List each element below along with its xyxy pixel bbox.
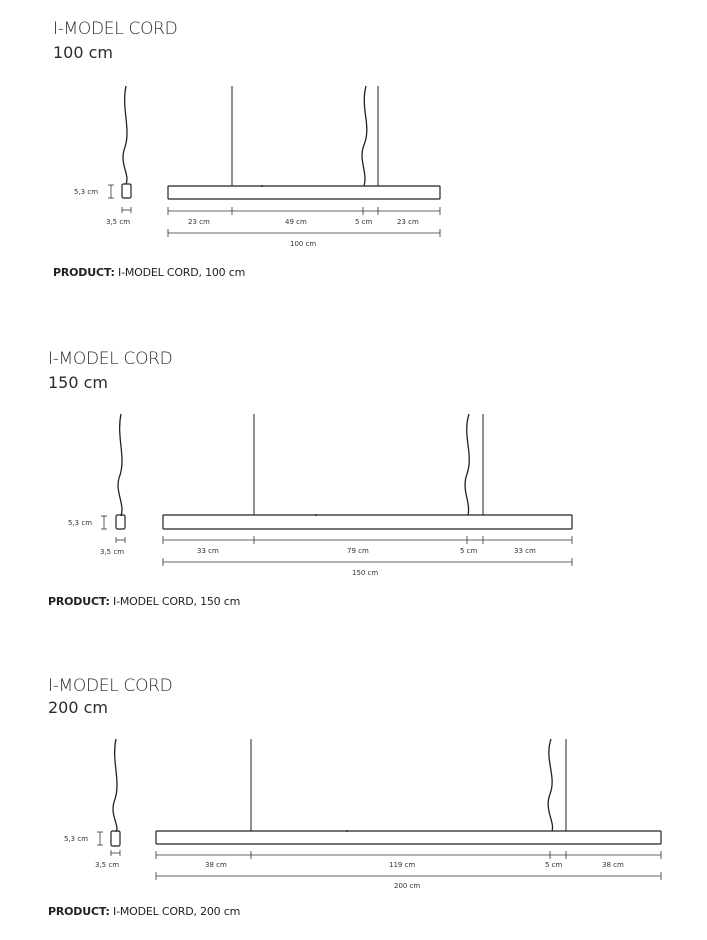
- product-prefix: PRODUCT:: [48, 905, 110, 918]
- cap-width-dimension: [115, 537, 126, 543]
- product-caption: PRODUCT: I-MODEL CORD, 200 cm: [48, 905, 240, 918]
- center-mark: [315, 514, 317, 516]
- dim-label-cord: 5 cm: [545, 861, 563, 869]
- section-size: 100 cm: [53, 43, 114, 62]
- power-cord: [547, 738, 554, 832]
- product-prefix: PRODUCT:: [48, 595, 110, 608]
- product-caption: PRODUCT: I-MODEL CORD, 100 cm: [53, 266, 245, 279]
- product-name: I-MODEL CORD, 150 cm: [113, 595, 241, 608]
- dim-label-left: 33 cm: [197, 547, 219, 555]
- side-view-end-cap: [115, 514, 126, 530]
- dim-label-left: 23 cm: [188, 218, 210, 226]
- lamp-body: [167, 185, 441, 200]
- section-150cm: I-MODEL CORD 150 cm 5,3 cm 3,5 cm: [0, 330, 707, 630]
- power-cord: [361, 85, 368, 187]
- section-200cm: I-MODEL CORD 200 cm 5,3 cm 3,5 cm: [0, 660, 707, 940]
- center-mark: [346, 830, 348, 832]
- cap-width-label: 3,5 cm: [100, 548, 124, 556]
- cap-width-dimension: [121, 207, 132, 213]
- product-prefix: PRODUCT:: [53, 266, 115, 279]
- cap-height-dimension: [97, 831, 103, 846]
- product-name: I-MODEL CORD, 200 cm: [113, 905, 241, 918]
- cap-width-label: 3,5 cm: [106, 218, 130, 226]
- dim-label-middle: 79 cm: [347, 547, 369, 555]
- total-dimension-line: [162, 558, 573, 566]
- cap-height-dimension: [108, 184, 114, 199]
- cap-width-label: 3,5 cm: [95, 861, 119, 869]
- segment-dimension-line: [167, 207, 441, 215]
- cap-height-label: 5,3 cm: [64, 835, 88, 843]
- dim-label-right: 33 cm: [514, 547, 536, 555]
- cap-height-label: 5,3 cm: [68, 519, 92, 527]
- product-name: I-MODEL CORD, 100 cm: [118, 266, 246, 279]
- total-dimension-line: [155, 872, 662, 880]
- dim-label-right: 23 cm: [397, 218, 419, 226]
- segment-dimension-line: [162, 536, 573, 544]
- cap-height-label: 5,3 cm: [74, 188, 98, 196]
- dim-label-total: 200 cm: [394, 882, 420, 890]
- section-size: 150 cm: [48, 373, 109, 392]
- dim-label-middle: 119 cm: [389, 861, 415, 869]
- section-title: I-MODEL CORD: [48, 676, 173, 696]
- cap-height-dimension: [101, 515, 107, 530]
- section-title: I-MODEL CORD: [48, 349, 173, 369]
- dim-label-total: 150 cm: [352, 569, 378, 577]
- side-view-end-cap: [110, 830, 121, 847]
- lamp-body: [155, 830, 662, 845]
- dim-label-right: 38 cm: [602, 861, 624, 869]
- total-dimension-line: [167, 229, 441, 237]
- cap-width-dimension: [110, 850, 121, 856]
- lamp-body: [162, 514, 573, 530]
- dim-label-left: 38 cm: [205, 861, 227, 869]
- side-view-cord: [112, 738, 118, 833]
- section-100cm: I-MODEL CORD 100 cm 5,3 cm 3,5 cm: [0, 0, 707, 300]
- section-title: I-MODEL CORD: [53, 19, 178, 39]
- technical-drawing: 5,3 cm 3,5 cm 38 cm 119 cm 5 cm 38 cm: [64, 738, 662, 890]
- section-size: 200 cm: [48, 698, 109, 717]
- side-view-cord: [117, 413, 123, 517]
- dim-label-cord: 5 cm: [460, 547, 478, 555]
- dim-label-cord: 5 cm: [355, 218, 373, 226]
- segment-dimension-line: [155, 851, 662, 859]
- technical-drawing: 5,3 cm 3,5 cm 33 cm 79 cm 5 cm 33 cm: [68, 413, 573, 577]
- power-cord: [464, 413, 470, 516]
- side-view-cord: [122, 85, 128, 185]
- center-mark: [261, 185, 263, 187]
- side-view-end-cap: [121, 183, 132, 199]
- technical-drawing: 5,3 cm 3,5 cm 23 cm 49 cm 5 cm 23 cm: [74, 85, 441, 248]
- product-caption: PRODUCT: I-MODEL CORD, 150 cm: [48, 595, 240, 608]
- dim-label-middle: 49 cm: [285, 218, 307, 226]
- dim-label-total: 100 cm: [290, 240, 316, 248]
